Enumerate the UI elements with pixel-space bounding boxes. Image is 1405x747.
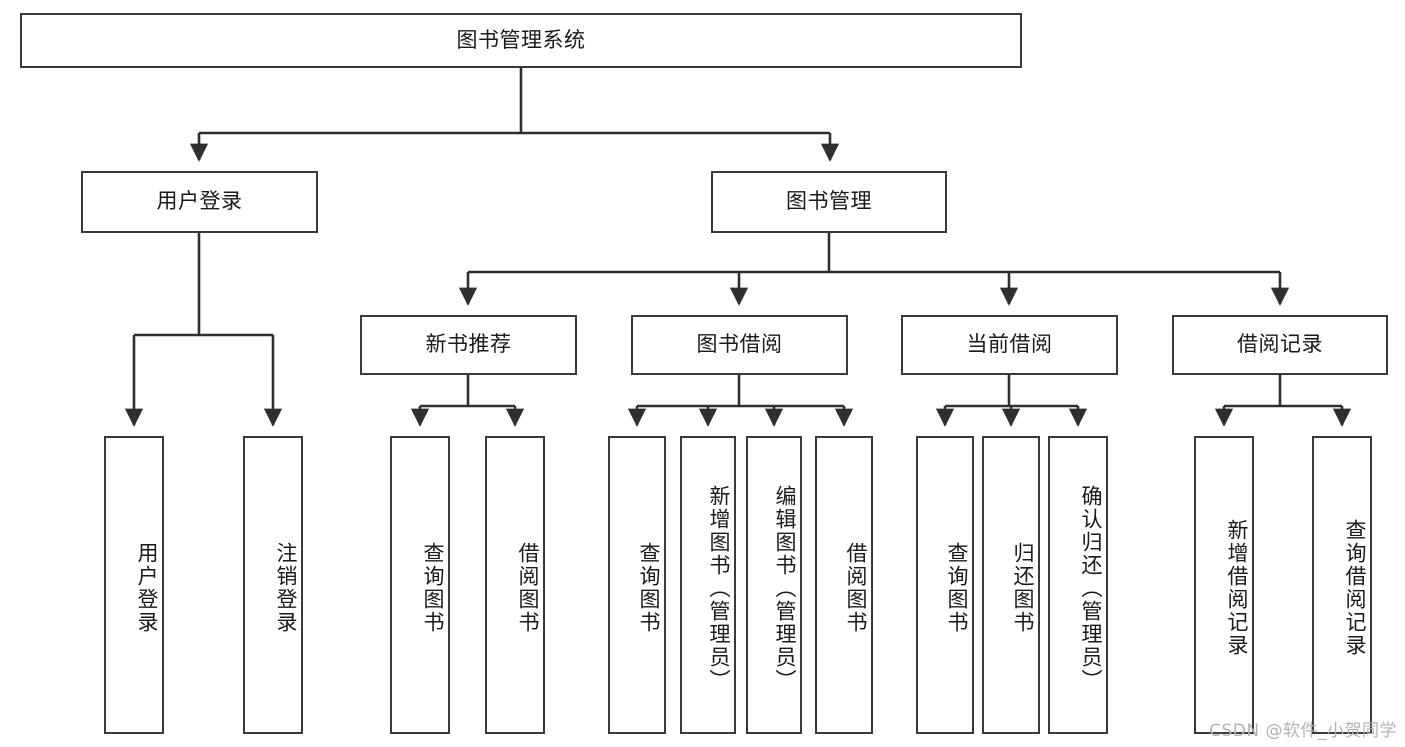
node-root-label: 图书管理系统 <box>456 27 586 52</box>
node-leaf-query-book-3-label: 查询图书 <box>945 542 969 634</box>
node-current-borrow[interactable]: 当前借阅 <box>901 315 1118 375</box>
node-book-manage[interactable]: 图书管理 <box>711 171 947 233</box>
node-current-borrow-label: 当前借阅 <box>966 332 1053 357</box>
node-leaf-query-book-2[interactable]: 查询图书 <box>608 436 666 734</box>
node-leaf-edit-book-label: 编辑图书（管理员） <box>773 484 797 692</box>
watermark: CSDN @软件_小贺同学 <box>1209 721 1397 741</box>
node-user-login[interactable]: 用户登录 <box>81 171 318 233</box>
node-book-borrow[interactable]: 图书借阅 <box>631 315 848 375</box>
node-leaf-query-book-1[interactable]: 查询图书 <box>390 436 450 734</box>
node-leaf-borrow-book-2-label: 借阅图书 <box>844 542 868 634</box>
node-leaf-return-book[interactable]: 归还图书 <box>982 436 1040 734</box>
node-leaf-query-record-label: 查询借阅记录 <box>1343 519 1367 657</box>
node-borrow-record[interactable]: 借阅记录 <box>1172 315 1388 375</box>
node-leaf-borrow-book-2[interactable]: 借阅图书 <box>815 436 873 734</box>
node-leaf-add-record[interactable]: 新增借阅记录 <box>1194 436 1254 734</box>
node-leaf-query-record[interactable]: 查询借阅记录 <box>1312 436 1372 734</box>
node-leaf-add-book[interactable]: 新增图书（管理员） <box>680 436 736 734</box>
node-leaf-confirm-return[interactable]: 确认归还（管理员） <box>1048 436 1108 734</box>
node-root[interactable]: 图书管理系统 <box>20 13 1022 68</box>
node-borrow-record-label: 借阅记录 <box>1237 332 1323 357</box>
node-leaf-edit-book[interactable]: 编辑图书（管理员） <box>746 436 802 734</box>
node-leaf-query-book-1-label: 查询图书 <box>421 542 445 634</box>
node-user-login-label: 用户登录 <box>156 189 243 214</box>
node-leaf-borrow-book-1[interactable]: 借阅图书 <box>485 436 545 734</box>
node-new-book-recommend-label: 新书推荐 <box>425 332 512 357</box>
node-leaf-add-book-label: 新增图书（管理员） <box>707 484 731 692</box>
node-leaf-user-logout-label: 注销登录 <box>274 542 298 634</box>
node-leaf-return-book-label: 归还图书 <box>1011 542 1035 634</box>
node-new-book-recommend[interactable]: 新书推荐 <box>360 315 577 375</box>
node-leaf-borrow-book-1-label: 借阅图书 <box>516 542 540 634</box>
node-leaf-user-login[interactable]: 用户登录 <box>104 436 164 734</box>
node-leaf-confirm-return-label: 确认归还（管理员） <box>1079 484 1103 692</box>
node-leaf-user-login-label: 用户登录 <box>135 542 159 634</box>
node-leaf-add-record-label: 新增借阅记录 <box>1225 519 1249 657</box>
node-leaf-user-logout[interactable]: 注销登录 <box>243 436 303 734</box>
node-book-manage-label: 图书管理 <box>786 189 872 214</box>
node-leaf-query-book-3[interactable]: 查询图书 <box>916 436 974 734</box>
node-leaf-query-book-2-label: 查询图书 <box>637 542 661 634</box>
node-book-borrow-label: 图书借阅 <box>696 332 783 357</box>
